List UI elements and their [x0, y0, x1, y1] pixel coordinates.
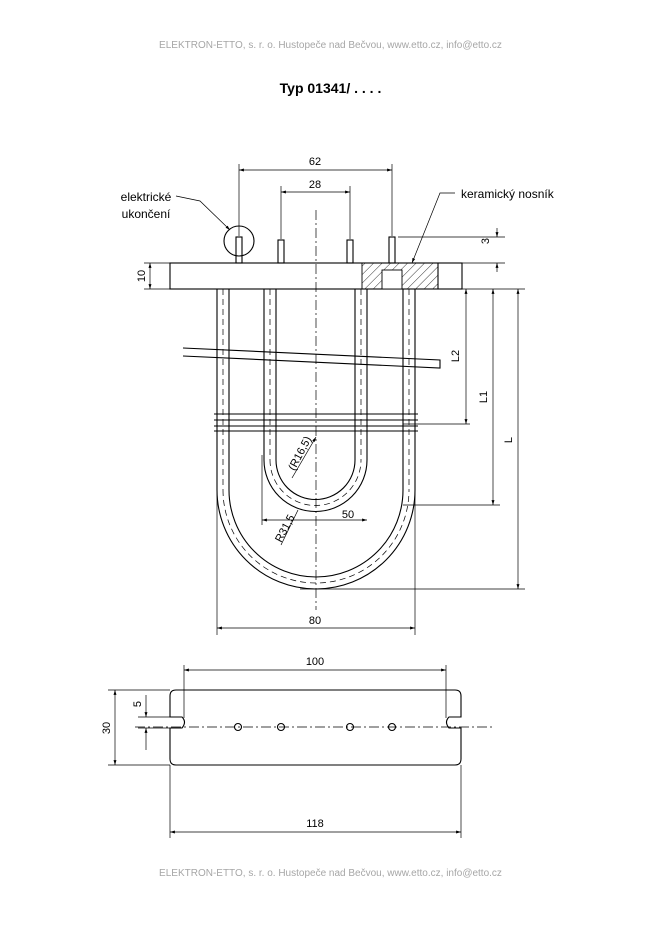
plate-thickness-dimensions — [144, 228, 505, 290]
ceramic-leader — [411, 192, 455, 264]
hole — [387, 722, 397, 732]
radius-31-leader — [280, 509, 299, 546]
hole — [276, 722, 286, 732]
dim-5-text: 5 — [132, 701, 144, 707]
terminals-leader — [175, 195, 231, 231]
hole — [233, 722, 243, 732]
dim-30-text: 30 — [101, 722, 113, 734]
terminal-pins — [235, 236, 396, 264]
dim-100-text: 100 — [306, 656, 324, 668]
footer-company-line: ELEKTRON-ETTO, s. r. o. Hustopeče nad Be… — [159, 868, 502, 879]
tube-support-bands — [214, 413, 418, 432]
radius-16-leader — [291, 436, 317, 479]
outer-heating-tube — [216, 289, 416, 590]
header-company-line: ELEKTRON-ETTO, s. r. o. Hustopeče nad Be… — [159, 40, 502, 51]
front-view — [144, 164, 525, 635]
terminals-label-line2: ukončení — [122, 207, 171, 221]
length-dimensions — [300, 288, 525, 590]
top-view — [108, 665, 495, 838]
hole — [345, 722, 355, 732]
dim-L1-text: L1 — [478, 391, 490, 403]
dim-3-text: 3 — [480, 238, 492, 244]
dim-62-text: 62 — [309, 156, 321, 168]
dim-L2-text: L2 — [450, 350, 462, 362]
base-plate-outline — [169, 689, 462, 766]
dim-50-text: 50 — [342, 509, 354, 521]
page-title: Typ 01341/ . . . . — [279, 80, 382, 96]
dim-L-text: L — [503, 437, 515, 443]
terminals-label-line1: elektrické — [121, 190, 172, 204]
radius-31-text: R31,5 — [273, 513, 297, 545]
radius-16-text: (R16,5) — [286, 435, 314, 473]
dim-10-text: 10 — [136, 270, 148, 282]
inner-heating-tube — [263, 289, 368, 513]
ceramic-plate — [169, 262, 463, 290]
break-line — [182, 347, 441, 369]
dim-28-text: 28 — [309, 179, 321, 191]
dim-118-text: 118 — [306, 818, 324, 830]
pin-spacing-dimensions — [238, 164, 393, 239]
dim-80-text: 80 — [309, 615, 321, 627]
ceramic-holder-label: keramický nosník — [461, 187, 555, 201]
